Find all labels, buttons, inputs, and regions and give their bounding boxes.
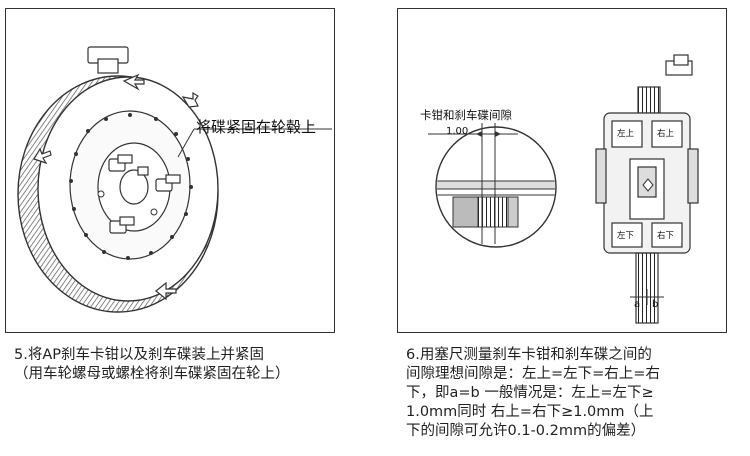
label-bottom-right: 右下 (657, 231, 675, 241)
label-top-left: 左上 (617, 129, 635, 139)
gap-value: 1.00 (446, 126, 469, 137)
caption-line: 下，即a=b 一般情况是：左上=左下≥ (406, 385, 654, 401)
step-6-caption: 6.用塞尺测量刹车卡钳和刹车碟之间的 间隙理想间隙是：左上=左下=右上=右 下，… (406, 346, 736, 441)
label-bottom-left: 左下 (617, 231, 635, 241)
brake-disc-illustration-panel: 将碟紧固在轮毂上 (5, 8, 335, 333)
caption-line: 间隙理想间隙是：左上=左下=右上=右 (406, 366, 660, 382)
caption-line: 下的间隙可允许0.1-0.2mm的偏差） (406, 423, 646, 439)
bolt-dots (69, 113, 193, 260)
gap-label: 卡钳和刹车碟间隙 (420, 108, 512, 122)
caption-line: （用车轮螺母或螺栓将刹车碟紧固在轮上） (14, 366, 290, 382)
label-a: a (634, 299, 641, 310)
caliper-gap-illustration-panel: 卡钳和刹车碟间隙 1.00 左上 右上 左下 右下 a b (397, 8, 727, 333)
caption-line: 1.0mm同时 右上=右下≥1.0mm（上 (406, 404, 654, 420)
disc-callout-label: 将碟紧固在轮毂上 (196, 118, 317, 136)
step-5-caption: 5.将AP刹车卡钳以及刹车碟装上并紧固 （用车轮螺母或螺栓将刹车碟紧固在轮上） (14, 346, 349, 384)
caliper-drawing (428, 54, 699, 324)
caption-line: 6.用塞尺测量刹车卡钳和刹车碟之间的 (406, 347, 652, 363)
label-top-right: 右上 (657, 129, 675, 139)
wheel-studs (108, 154, 181, 234)
caption-line: 5.将AP刹车卡钳以及刹车碟装上并紧固 (14, 347, 264, 363)
rotation-arrows (33, 73, 199, 301)
brake-disc-drawing (17, 46, 332, 313)
label-b: b (652, 299, 659, 310)
